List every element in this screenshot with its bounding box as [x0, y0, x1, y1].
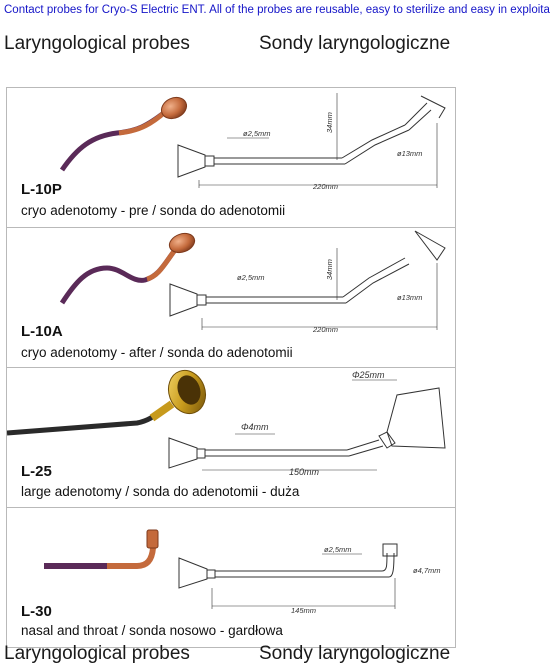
probe-drawing-l30: ø2,5mm ø4,7mm 145mm: [178, 543, 441, 615]
probe-drawing-l10p: ø2,5mm 34mm ø13mm 220mm: [177, 93, 446, 191]
dim-height-l10p: 34mm: [325, 112, 334, 133]
dim-length-l10p: 220mm: [312, 182, 338, 191]
dim-tip-l25: Φ25mm: [352, 370, 385, 380]
dim-tip-l10a: ø13mm: [397, 293, 422, 302]
dim-tip-l10p: ø13mm: [397, 149, 422, 158]
heading-english: Laryngological probes: [4, 33, 190, 54]
dim-diameter-l25: Φ4mm: [241, 422, 269, 432]
dim-tip-l30: ø4,7mm: [413, 566, 441, 575]
probe-code-l10p: L-10P: [21, 181, 62, 198]
probe-drawing-l25: Φ4mm Φ25mm 150mm: [168, 370, 446, 477]
dim-diameter-l30: ø2,5mm: [324, 545, 352, 554]
probe-panel-l10a: ø2,5mm 34mm ø13mm 220mm L-10A cryo adeno…: [6, 227, 456, 368]
probe-panel-l25: Φ4mm Φ25mm 150mm L-25 large adenotomy / …: [6, 367, 456, 508]
probe-photo-l30: [44, 529, 159, 569]
footer-heading-english: Laryngological probes: [4, 643, 190, 664]
probe-drawing-l10a: ø2,5mm 34mm ø13mm 220mm: [169, 230, 446, 334]
dim-length-l10a: 220mm: [312, 325, 338, 334]
dim-length-l25: 150mm: [289, 467, 320, 477]
probe-desc-l10p: cryo adenotomy - pre / sonda do adenotom…: [21, 203, 286, 218]
probe-code-l30: L-30: [21, 603, 52, 620]
dim-length-l30: 145mm: [291, 606, 316, 615]
footer-heading-polish: Sondy laryngologiczne: [259, 643, 451, 664]
dim-height-l10a: 34mm: [325, 259, 334, 280]
dim-diameter-l10a: ø2,5mm: [237, 273, 265, 282]
probe-photo-l10p: [59, 96, 188, 172]
probe-code-l10a: L-10A: [21, 323, 63, 340]
probe-desc-l10a: cryo adenotomy - after / sonda do adenot…: [21, 345, 293, 360]
probe-photo-l25: [7, 369, 207, 436]
probe-panel-l10p: ø2,5mm 34mm ø13mm 220mm L-10P cryo adeno…: [6, 87, 456, 228]
probe-desc-l30: nasal and throat / sonda nosowo - gardło…: [21, 623, 283, 638]
heading-polish: Sondy laryngologiczne: [259, 33, 451, 54]
probe-code-l25: L-25: [21, 463, 52, 480]
intro-text: Contact probes for Cryo-S Electric ENT. …: [4, 4, 550, 16]
probe-photo-l10a: [59, 232, 196, 305]
probe-panel-l30: ø2,5mm ø4,7mm 145mm L-30 nasal and throa…: [6, 507, 456, 648]
dim-diameter-l10p: ø2,5mm: [243, 129, 271, 138]
probe-desc-l25: large adenotomy / sonda do adenotomii - …: [21, 484, 300, 499]
